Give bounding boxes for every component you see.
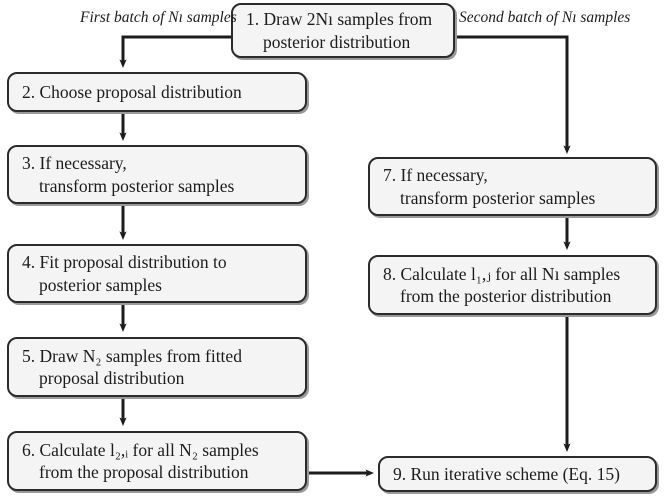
node-3-label: 3. If necessary, transform posterior sam… (22, 153, 235, 196)
node-3-transform-posterior[interactable]: 3. If necessary, transform posterior sam… (7, 145, 307, 204)
node-6-calculate-l2i[interactable]: 6. Calculate l₂,ᵢ for all N₂ samples fro… (7, 431, 307, 491)
node-8-label: 8. Calculate l₁,ⱼ for all Nı samples fro… (383, 263, 621, 306)
node-2-choose-proposal[interactable]: 2. Choose proposal distribution (7, 72, 307, 112)
node-4-fit-proposal[interactable]: 4. Fit proposal distribution to posterio… (7, 244, 307, 303)
edge-label-first-batch: First batch of Nı samples (80, 9, 237, 26)
node-4-label: 4. Fit proposal distribution to posterio… (22, 252, 227, 295)
node-1-label: 1. Draw 2Nı samples from posterior distr… (246, 9, 433, 52)
node-8-calculate-l1j[interactable]: 8. Calculate l₁,ⱼ for all Nı samples fro… (368, 255, 657, 315)
edge-n1-n2 (119, 35, 231, 69)
node-1-draw-samples[interactable]: 1. Draw 2Nı samples from posterior distr… (231, 3, 455, 58)
node-9-run-iterative-scheme[interactable]: 9. Run iterative scheme (Eq. 15) (378, 456, 657, 492)
node-5-draw-n2-samples[interactable]: 5. Draw N₂ samples from fitted proposal … (7, 337, 307, 397)
node-6-label: 6. Calculate l₂,ᵢ for all N₂ samples fro… (22, 439, 259, 482)
node-5-label: 5. Draw N₂ samples from fitted proposal … (22, 345, 242, 388)
node-7-transform-posterior[interactable]: 7. If necessary, transform posterior sam… (368, 157, 657, 216)
node-9-label: 9. Run iterative scheme (Eq. 15) (393, 463, 620, 484)
edge-n1-n7 (455, 35, 571, 155)
node-7-label: 7. If necessary, transform posterior sam… (383, 165, 596, 208)
node-2-label: 2. Choose proposal distribution (22, 81, 242, 102)
edge-label-second-batch: Second batch of Nı samples (459, 9, 631, 26)
